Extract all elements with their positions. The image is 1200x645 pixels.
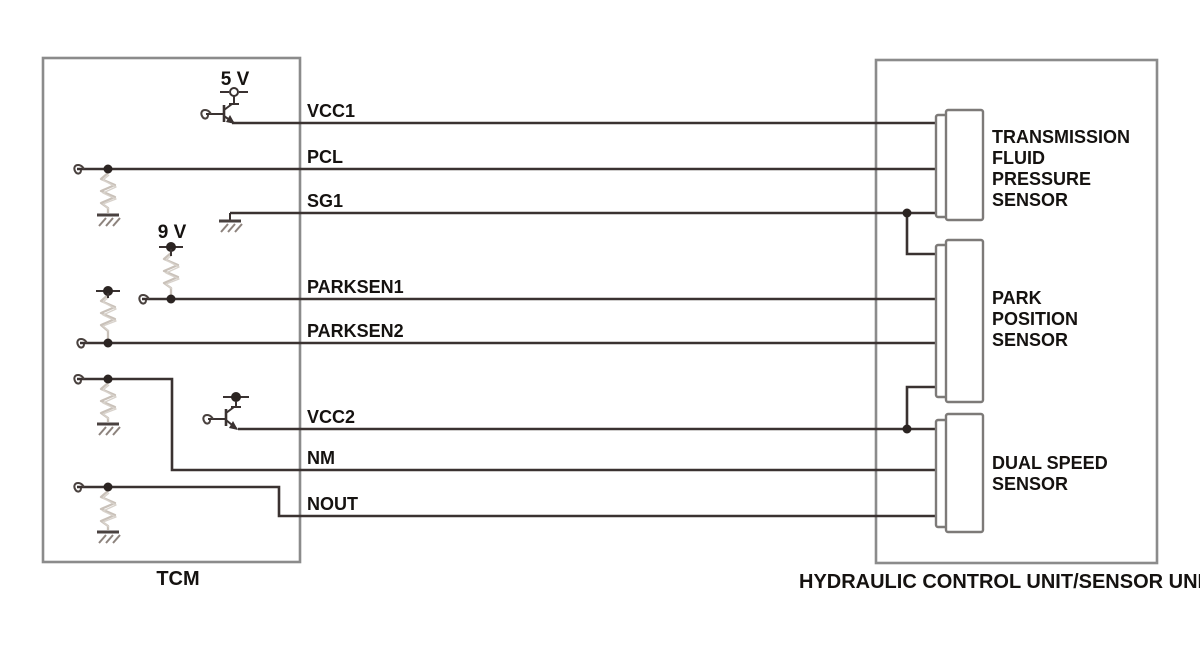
tcm-label: TCM (156, 568, 199, 590)
signal-label-parksen2: PARKSEN2 (307, 321, 404, 341)
wire-nm (77, 377, 939, 472)
curl-icon (73, 163, 85, 175)
ground-icon-sg1 (219, 213, 243, 233)
wire-sg1-branch (905, 213, 939, 256)
hydraulic-unit-label: HYDRAULIC CONTROL UNIT/SENSOR UNIT (799, 571, 1200, 593)
svg-text:DUAL SPEED: DUAL SPEED (992, 453, 1108, 473)
ground-icon-pcl (97, 213, 121, 227)
hydraulic-unit-box (874, 58, 1159, 565)
connector-park-sensor (934, 238, 985, 404)
svg-text:TRANSMISSION: TRANSMISSION (992, 127, 1130, 147)
resistor-sketch (102, 174, 117, 210)
signal-label-vcc1: VCC1 (307, 101, 355, 121)
curl-icon (138, 293, 150, 305)
svg-text:SENSOR: SENSOR (992, 330, 1068, 350)
resistor-sketch (102, 296, 117, 332)
resistor-sketch (165, 254, 180, 290)
junction-dot (902, 424, 912, 434)
wire-curls (73, 163, 150, 493)
curl-icon (76, 337, 88, 349)
svg-text:SENSOR: SENSOR (992, 474, 1068, 494)
junction-dot (103, 482, 113, 492)
supply-label-9v: 9 V (158, 222, 187, 243)
signal-label-vcc2: VCC2 (307, 407, 355, 427)
wire-vcc2-branch (905, 385, 939, 429)
supply-terminal-5v-icon (220, 87, 248, 105)
curl-icon (73, 373, 85, 385)
transistor-vcc1-icon (200, 103, 235, 124)
svg-text:FLUID: FLUID (992, 148, 1045, 168)
wire-nout (77, 485, 939, 518)
tcm-box (41, 56, 302, 564)
supply-label-5v: 5 V (221, 69, 250, 90)
label-dual-speed-sensor: DUAL SPEED SENSOR (992, 453, 1108, 494)
junction-dot (902, 208, 912, 218)
connector-dual-speed-sensor (934, 412, 985, 534)
label-transmission-fluid-pressure-sensor: TRANSMISSION FLUID PRESSURE SENSOR (992, 127, 1130, 210)
signal-label-parksen1: PARKSEN1 (307, 277, 404, 297)
supply-terminal-parksen2-icon (96, 286, 120, 298)
junction-dot (103, 164, 113, 174)
junction-dots (103, 164, 912, 492)
svg-text:POSITION: POSITION (992, 309, 1078, 329)
resistors (99, 172, 180, 530)
supply-terminal-9v-icon (159, 242, 183, 256)
ground-icon-nout (97, 530, 121, 544)
signal-label-pcl: PCL (307, 147, 343, 167)
junction-dot (166, 294, 176, 304)
signal-label-sg1: SG1 (307, 191, 343, 211)
wires (77, 121, 939, 518)
svg-text:PARK: PARK (992, 288, 1042, 308)
junction-dot (103, 338, 113, 348)
junction-dot (103, 374, 113, 384)
ground-icon-nm (97, 422, 121, 436)
signal-label-nm: NM (307, 448, 335, 468)
resistor-sketch (102, 492, 117, 528)
signal-label-nout: NOUT (307, 494, 358, 514)
svg-text:SENSOR: SENSOR (992, 190, 1068, 210)
resistor-sketch (102, 384, 117, 420)
curl-icon (73, 481, 85, 493)
label-park-position-sensor: PARK POSITION SENSOR (992, 288, 1078, 350)
svg-text:PRESSURE: PRESSURE (992, 169, 1091, 189)
transistor-vcc2-icon (202, 392, 249, 430)
connector-pressure-sensor (934, 108, 985, 222)
